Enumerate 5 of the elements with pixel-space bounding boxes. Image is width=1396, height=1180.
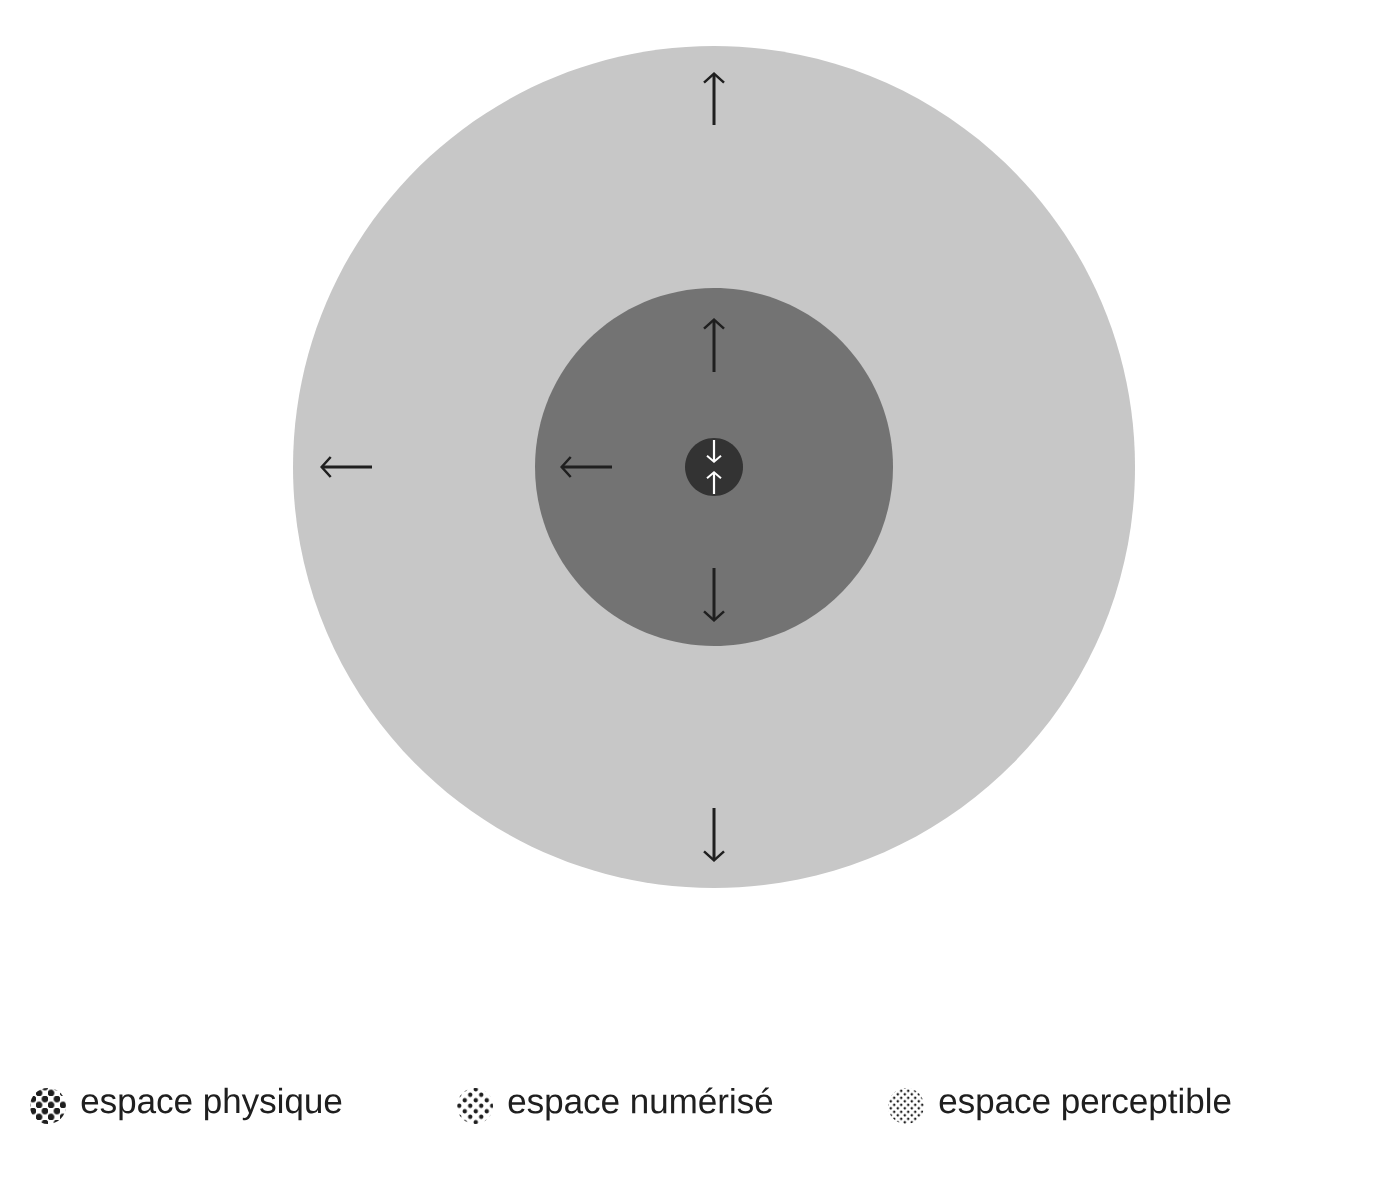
halftone-circle-shape	[535, 288, 893, 646]
legend-label: espace numérisé	[508, 1087, 773, 1121]
halftone-circle-shape	[685, 438, 743, 496]
legend-label: espace physique	[81, 1087, 342, 1121]
legend-label: espace perceptible	[939, 1087, 1231, 1121]
